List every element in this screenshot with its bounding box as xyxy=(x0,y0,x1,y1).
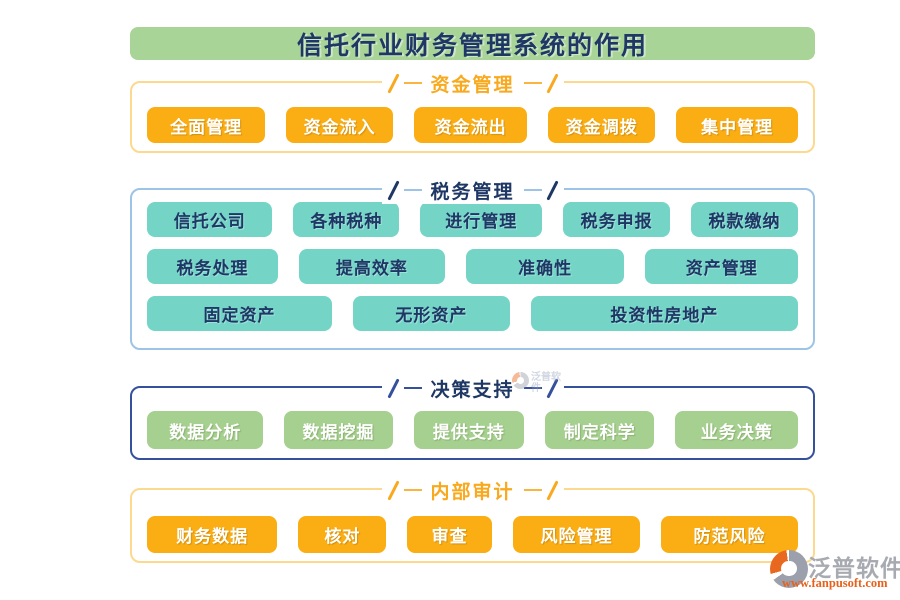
legend-dash-icon xyxy=(403,188,422,192)
section-decision-support: 决策支持 数据分析 数据挖掘 提供支持 制定科学 业务决策 xyxy=(130,374,815,460)
brand-name: 泛普软件 xyxy=(808,556,900,581)
btn-tax-payment[interactable]: 税款缴纳 xyxy=(691,202,798,237)
section-internal-audit-title: 内部审计 xyxy=(430,481,515,503)
btn-capital-outflow[interactable]: 资金流出 xyxy=(413,107,528,143)
btn-data-analysis[interactable]: 数据分析 xyxy=(147,411,264,449)
legend-dash-icon xyxy=(523,81,542,85)
btn-various-tax-types[interactable]: 各种税种 xyxy=(293,202,400,237)
tax-buttons-row-3: 固定资产 无形资产 投资性房地产 xyxy=(132,296,813,331)
btn-risk-management[interactable]: 风险管理 xyxy=(512,516,641,553)
btn-tax-declaration[interactable]: 税务申报 xyxy=(563,202,671,237)
btn-scientific-formulation[interactable]: 制定科学 xyxy=(545,411,655,449)
btn-improve-efficiency[interactable]: 提高效率 xyxy=(298,249,445,284)
btn-trust-company[interactable]: 信托公司 xyxy=(147,202,273,237)
legend-slash-left-icon xyxy=(386,479,400,501)
btn-review[interactable]: 审查 xyxy=(407,516,492,553)
btn-accuracy[interactable]: 准确性 xyxy=(465,249,625,284)
section-tax-management: 税务管理 信托公司 各种税种 进行管理 税务申报 税款缴纳 税务处理 提高效率 … xyxy=(130,176,815,350)
section-tax-management-title: 税务管理 xyxy=(430,181,515,203)
section-internal-audit: 内部审计 财务数据 核对 审查 风险管理 防范风险 xyxy=(130,476,815,563)
btn-fund-allocation[interactable]: 资金调拨 xyxy=(548,107,656,143)
section-decision-support-title: 决策支持 xyxy=(430,379,515,401)
btn-verification[interactable]: 核对 xyxy=(298,516,387,553)
brand-website-link[interactable]: www.fanpusoft.com xyxy=(782,576,888,590)
btn-intangible-assets[interactable]: 无形资产 xyxy=(353,296,510,331)
btn-risk-prevention[interactable]: 防范风险 xyxy=(661,516,798,553)
btn-overall-management[interactable]: 全面管理 xyxy=(147,107,266,143)
btn-centralized-management[interactable]: 集中管理 xyxy=(676,107,799,143)
btn-provide-support[interactable]: 提供支持 xyxy=(413,411,525,449)
btn-financial-data[interactable]: 财务数据 xyxy=(147,516,278,553)
btn-data-mining[interactable]: 数据挖掘 xyxy=(284,411,393,449)
legend-dash-icon xyxy=(403,386,422,390)
legend-slash-right-icon xyxy=(545,72,559,94)
btn-business-decision[interactable]: 业务决策 xyxy=(675,411,799,449)
section-fund-management-legend: 资金管理 xyxy=(381,69,564,97)
legend-dash-icon xyxy=(403,488,422,492)
section-fund-management: 资金管理 全面管理 资金流入 资金流出 资金调拨 集中管理 xyxy=(130,69,815,153)
btn-asset-management[interactable]: 资产管理 xyxy=(645,249,798,284)
section-fund-management-title: 资金管理 xyxy=(430,74,515,96)
btn-investment-real-estate[interactable]: 投资性房地产 xyxy=(530,296,798,331)
legend-slash-right-icon xyxy=(545,479,559,501)
legend-dash-icon xyxy=(523,386,542,390)
watermark-logo: 泛普软件 xyxy=(512,372,564,398)
decision-buttons-row: 数据分析 数据挖掘 提供支持 制定科学 业务决策 xyxy=(132,411,813,449)
fund-buttons-row: 全面管理 资金流入 资金流出 资金调拨 集中管理 xyxy=(132,107,813,143)
section-tax-management-legend: 税务管理 xyxy=(381,176,564,204)
legend-dash-icon xyxy=(403,81,422,85)
legend-dash-icon xyxy=(523,188,542,192)
brand-footer: 泛普软件 www.fanpusoft.com xyxy=(770,548,900,594)
btn-fixed-assets[interactable]: 固定资产 xyxy=(147,296,333,331)
watermark-brand-text: 泛普软件 xyxy=(531,372,561,394)
btn-capital-inflow[interactable]: 资金流入 xyxy=(286,107,393,143)
legend-slash-left-icon xyxy=(386,377,400,399)
btn-tax-processing[interactable]: 税务处理 xyxy=(147,249,278,284)
page-title: 信托行业财务管理系统的作用 xyxy=(296,32,648,60)
legend-slash-left-icon xyxy=(386,179,400,201)
btn-conduct-management[interactable]: 进行管理 xyxy=(420,202,543,237)
section-internal-audit-legend: 内部审计 xyxy=(381,476,564,504)
audit-buttons-row: 财务数据 核对 审查 风险管理 防范风险 xyxy=(132,516,813,553)
fanpu-logo-icon xyxy=(770,550,808,588)
tax-buttons-row-2: 税务处理 提高效率 准确性 资产管理 xyxy=(132,249,813,284)
section-decision-support-legend: 决策支持 xyxy=(381,374,564,402)
legend-dash-icon xyxy=(523,488,542,492)
fanpu-logo-icon xyxy=(512,372,529,389)
tax-buttons-row-1: 信托公司 各种税种 进行管理 税务申报 税款缴纳 xyxy=(132,202,813,237)
page-title-bar: 信托行业财务管理系统的作用 xyxy=(130,27,815,60)
legend-slash-left-icon xyxy=(386,72,400,94)
legend-slash-right-icon xyxy=(545,179,559,201)
